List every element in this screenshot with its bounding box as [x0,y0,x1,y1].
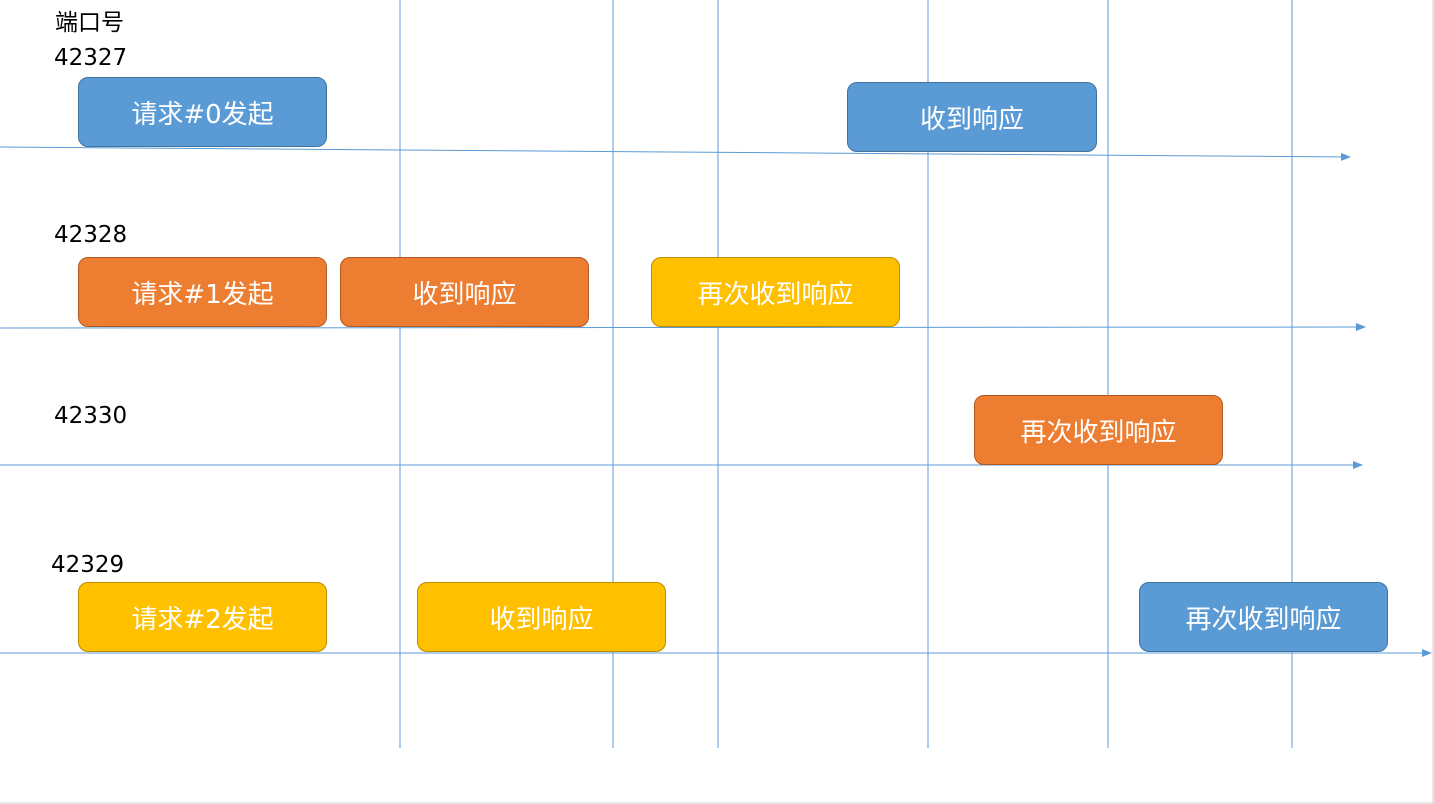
port-label-42328: 42328 [54,222,128,248]
event-box-duplicate-response: 再次收到响应 [651,257,900,327]
port-label-42330: 42330 [54,403,128,429]
timeline-arrow-42327 [0,146,1351,161]
event-box-duplicate-response: 再次收到响应 [974,395,1223,465]
event-box-request-1-sent: 请求#1发起 [78,257,327,327]
event-box-response-received: 收到响应 [340,257,589,327]
event-box-response-received: 收到响应 [847,82,1097,152]
port-label-42329: 42329 [51,552,125,578]
timeline-arrow-42328 [0,323,1366,332]
event-box-response-received: 收到响应 [417,582,666,652]
port-label-42327: 42327 [54,45,128,71]
port-header-label: 端口号 [55,10,124,36]
event-box-request-2-sent: 请求#2发起 [78,582,327,652]
event-box-duplicate-response: 再次收到响应 [1139,582,1388,652]
event-box-request-0-sent: 请求#0发起 [78,77,327,147]
